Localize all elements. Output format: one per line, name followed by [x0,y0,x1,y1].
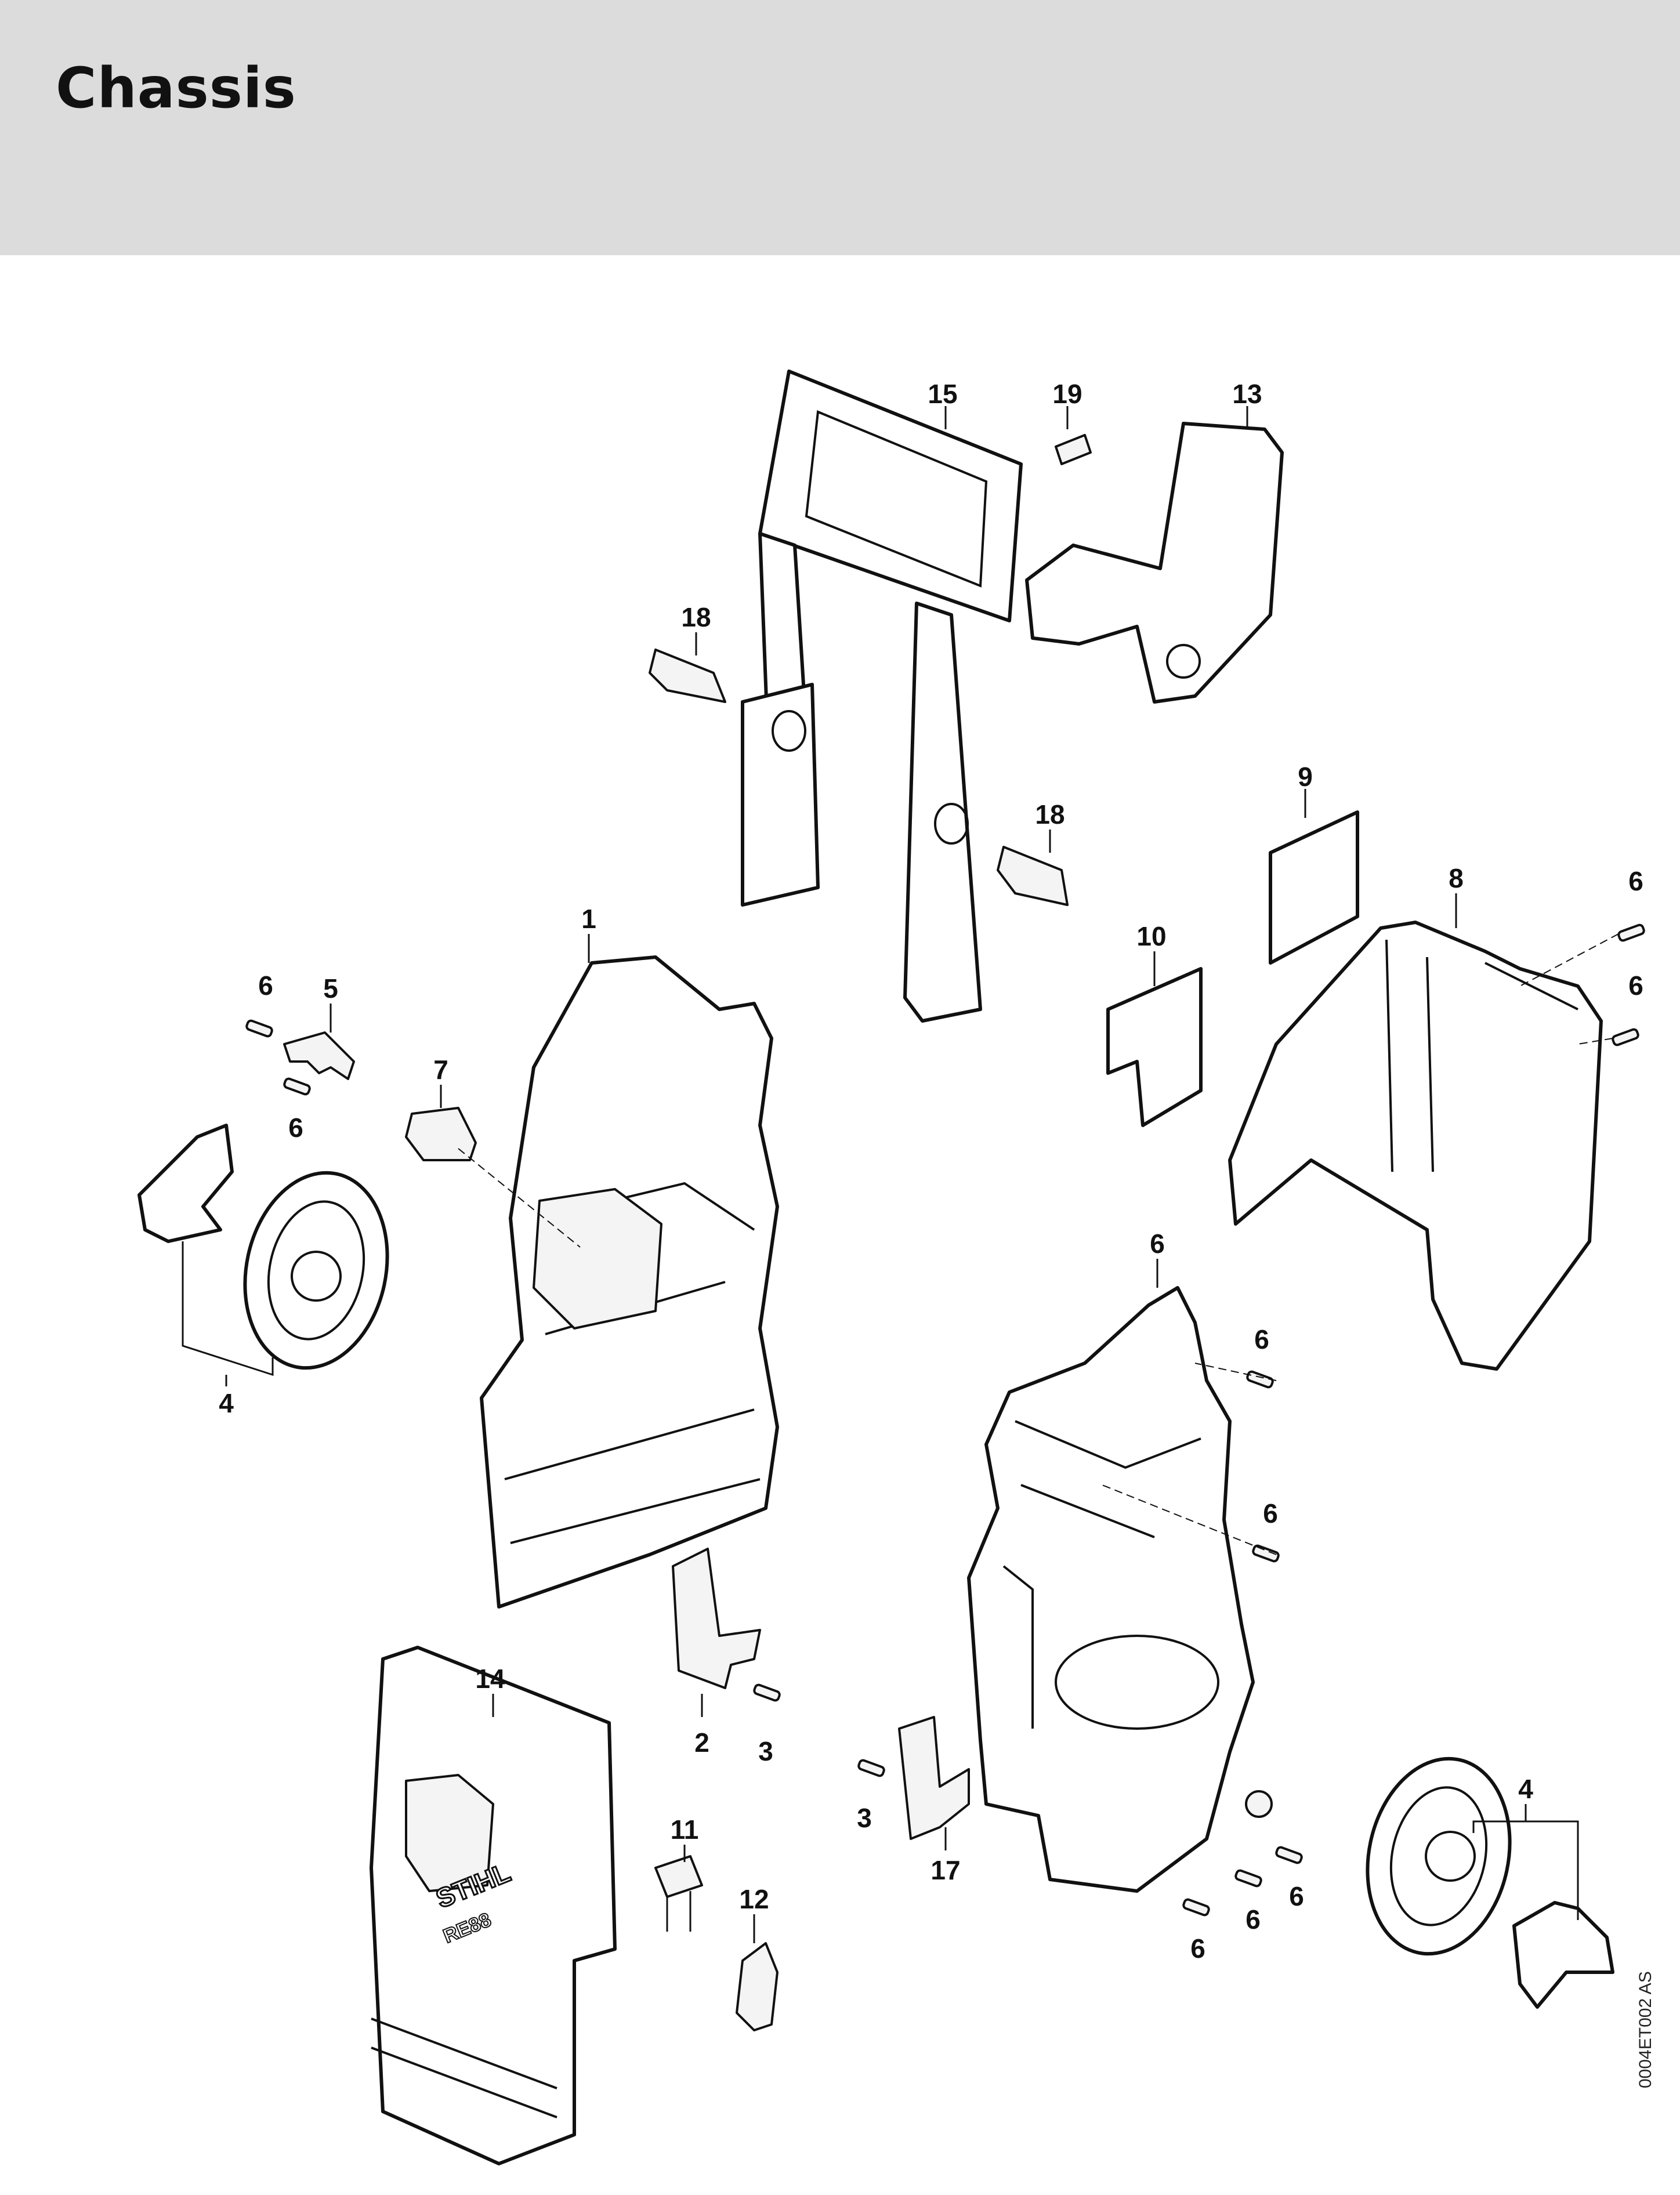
part-4-wheel-right [1366,1756,1614,2009]
screws [245,923,1645,1917]
callout-labels: 15 19 13 18 18 9 8 6 6 10 1 6 5 6 7 4 6 … [219,379,1643,1964]
callout-12: 8 [1449,863,1464,893]
part-19-clip [1055,434,1092,465]
callout-19: 19 [1052,379,1082,409]
callout-6-d: 6 [288,1113,303,1143]
header-band: Chassis [0,0,1680,255]
callout-15: 14 [475,1664,505,1694]
callout-1: 1 [581,904,596,934]
callout-6-b: 6 [1628,970,1643,1001]
part-7-switch [405,1107,581,1248]
callout-5: 5 [323,973,338,1004]
page-title: Chassis [56,56,296,121]
part-4-wheel-left [137,1124,389,1370]
callout-6-f: 6 [1263,1498,1278,1528]
callout-6-a: 6 [1628,866,1643,896]
diagram-code: 0004ET002 AS [1636,1971,1655,2088]
leader-lines [182,406,1579,1943]
part-14-label [1106,967,1203,1127]
callout-8: 11 [671,1814,699,1845]
callout-4-left: 4 [219,1388,234,1418]
part-18-plug-upper [649,649,726,703]
part-11-clip [898,1716,970,1840]
callout-14: 10 [1136,921,1166,951]
callout-3-b: 3 [857,1803,872,1833]
callout-6-g: 6 [1289,1881,1304,1911]
part-16-handle [741,370,1023,1023]
callout-10: 6 [1150,1229,1165,1259]
part-1-rear-housing [480,955,779,1609]
callout-6-c: 6 [258,970,273,1001]
part-10-front-housing [967,1286,1273,1893]
callout-7: 7 [433,1055,448,1085]
callout-17: 13 [1232,379,1262,409]
part-12-side-cover [1228,921,1603,1371]
callout-6-h: 6 [1245,1904,1261,1935]
callout-16: 15 [928,379,957,409]
part-9-connector [736,1942,779,2031]
callout-4-right: 4 [1518,1774,1533,1804]
part-18-plug-lower [997,846,1069,906]
callout-9: 12 [739,1884,769,1914]
part-17-hose-holder [1025,422,1284,704]
callout-18-upper: 18 [681,602,711,632]
callout-2: 2 [694,1727,709,1758]
part-2-clip [672,1548,761,1689]
part-5-bracket [283,1031,355,1080]
part-8-capacitor [654,1855,703,1932]
callout-6-e: 6 [1254,1324,1269,1354]
callout-3-a: 3 [758,1736,773,1766]
callout-18-lower: 18 [1035,799,1065,830]
callout-11: 17 [930,1855,960,1885]
callout-6-i: 6 [1190,1933,1205,1964]
part-13-label [1269,810,1359,965]
part-15-front-cover: STIHL RE88 [370,1646,617,2165]
callout-13: 9 [1298,762,1313,792]
